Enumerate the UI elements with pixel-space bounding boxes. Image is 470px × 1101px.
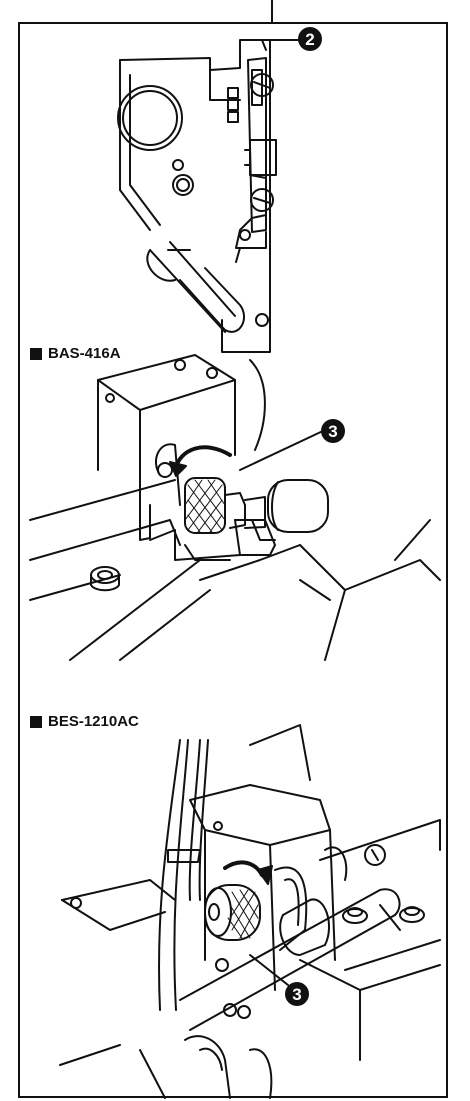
section-label-bes: BES-1210AC [30,713,139,730]
section-title-bes: BES-1210AC [48,713,139,730]
section-bullet-icon [30,715,42,728]
section-label-bas: BAS-416A [30,345,121,362]
callout-2-number: 2 [305,30,314,49]
callout-3-bes-number: 3 [292,985,301,1004]
callout-3-bas: 3 [321,419,345,443]
illustration-frame [18,22,448,1098]
panel-bas-416a [29,354,441,661]
section-title-bas: BAS-416A [48,345,121,362]
top-connector-line [271,0,273,22]
panel-bes-1210ac [59,724,441,1099]
callout-3-bas-number: 3 [328,422,337,441]
callout-2: 2 [298,27,322,51]
section-bullet-icon [30,347,42,360]
panel-plate-assembly [117,39,301,353]
callout-3-bes: 3 [285,982,309,1006]
